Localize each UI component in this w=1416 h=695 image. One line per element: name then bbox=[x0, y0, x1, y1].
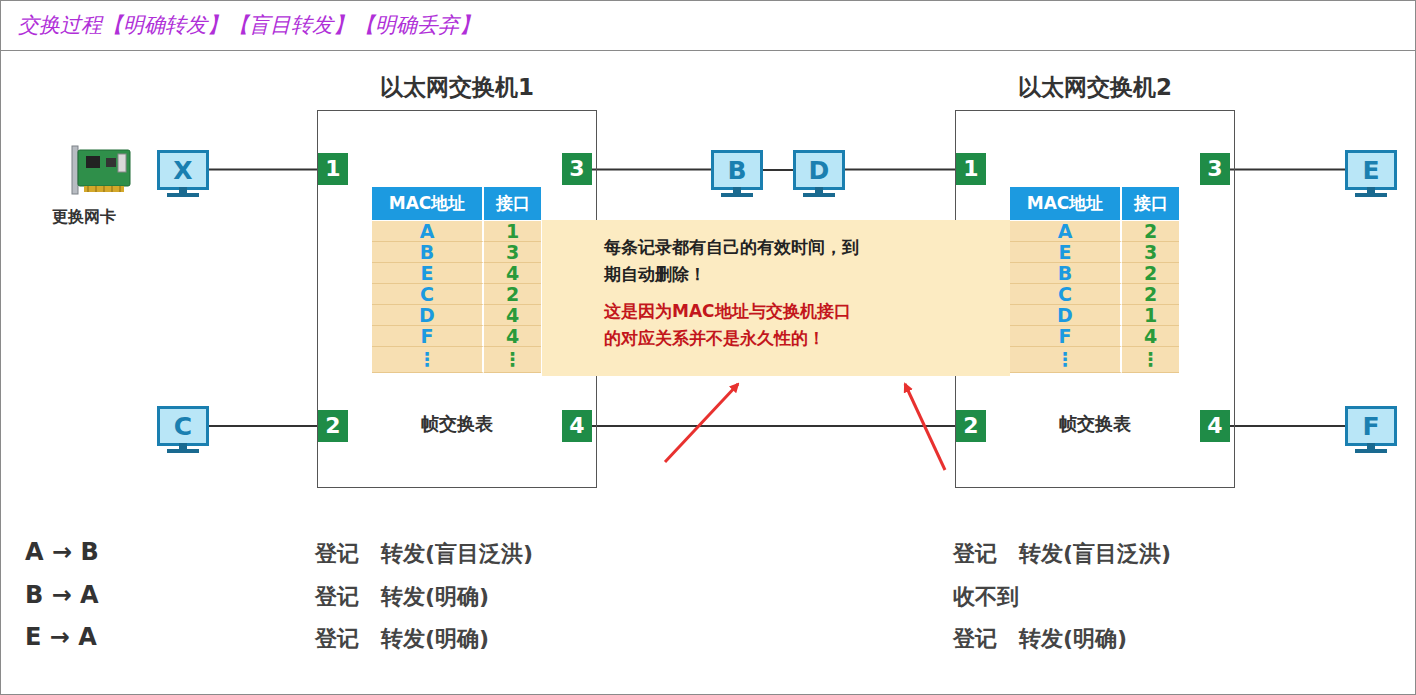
port-cell: 3 bbox=[1122, 242, 1179, 263]
port-cell: ⋮ bbox=[484, 347, 541, 373]
switch-port: 1 bbox=[956, 153, 986, 185]
mac-cell: E bbox=[1010, 242, 1122, 263]
network-link bbox=[1230, 425, 1345, 427]
host-letter: D bbox=[809, 158, 830, 183]
switch1-action: 登记 转发(盲目泛洪) bbox=[315, 539, 533, 569]
switch-port: 2 bbox=[956, 410, 986, 442]
monitor-base bbox=[167, 193, 199, 197]
port-number: 4 bbox=[569, 415, 584, 437]
port-number: 2 bbox=[325, 415, 340, 437]
mac-cell: E bbox=[372, 263, 484, 284]
pointer-arrow bbox=[665, 384, 738, 462]
port-cell: 2 bbox=[1122, 263, 1179, 284]
host-monitor: F bbox=[1345, 406, 1397, 446]
table-header: MAC地址 bbox=[1010, 187, 1122, 220]
host-monitor: D bbox=[793, 150, 845, 190]
card-caption: 更换网卡 bbox=[52, 207, 116, 228]
monitor-base bbox=[167, 449, 199, 453]
host-letter: B bbox=[727, 158, 746, 183]
mac-cell: B bbox=[1010, 263, 1122, 284]
switch1-action: 登记 转发(明确) bbox=[315, 582, 489, 612]
mac-cell: F bbox=[372, 326, 484, 347]
network-link bbox=[1230, 169, 1345, 171]
host-letter: X bbox=[173, 158, 192, 183]
switch-port: 4 bbox=[562, 410, 592, 442]
frame-flow: E → A bbox=[25, 623, 97, 651]
switch-heading: 以太网交换机1 bbox=[317, 72, 597, 103]
monitor-base bbox=[803, 193, 835, 197]
table-header: 接口 bbox=[484, 187, 541, 220]
port-cell: 4 bbox=[1122, 326, 1179, 347]
table-header: 接口 bbox=[1122, 187, 1179, 220]
switch2-action: 登记 转发(盲目泛洪) bbox=[953, 539, 1171, 569]
port-number: 1 bbox=[963, 158, 978, 180]
port-cell: 2 bbox=[484, 284, 541, 305]
network-link bbox=[592, 425, 956, 427]
switch2-action: 收不到 bbox=[953, 582, 1019, 612]
network-link bbox=[209, 425, 318, 427]
port-number: 3 bbox=[569, 158, 584, 180]
port-cell: 4 bbox=[484, 263, 541, 284]
port-cell: 1 bbox=[1122, 305, 1179, 326]
monitor-base bbox=[1355, 193, 1387, 197]
network-link bbox=[209, 169, 318, 171]
page-title: 交换过程【明确转发】【盲目转发】【明确丢弃】 bbox=[18, 11, 480, 39]
switch2-action: 登记 转发(明确) bbox=[953, 624, 1127, 654]
switch-port: 4 bbox=[1200, 410, 1230, 442]
mac-cell: D bbox=[372, 305, 484, 326]
network-link bbox=[845, 169, 956, 171]
host-monitor: C bbox=[157, 406, 209, 446]
mac-cell: F bbox=[1010, 326, 1122, 347]
port-cell: ⋮ bbox=[1122, 347, 1179, 373]
port-cell: 1 bbox=[484, 221, 541, 242]
switch-port: 3 bbox=[562, 153, 592, 185]
port-number: 2 bbox=[963, 415, 978, 437]
host-monitor: E bbox=[1345, 150, 1397, 190]
callout-band: 每条记录都有自己的有效时间，到期自动删除！ 这是因为MAC地址与交换机接口的对应关… bbox=[542, 220, 1010, 376]
mac-cell: D bbox=[1010, 305, 1122, 326]
port-number: 3 bbox=[1207, 158, 1222, 180]
mac-cell: C bbox=[372, 284, 484, 305]
switch-port: 1 bbox=[318, 153, 348, 185]
mac-cell: ⋮ bbox=[1010, 347, 1122, 373]
monitor-base bbox=[1355, 449, 1387, 453]
header-rule bbox=[0, 50, 1416, 51]
port-cell: 2 bbox=[1122, 221, 1179, 242]
table-header: MAC地址 bbox=[372, 187, 484, 220]
callout-text: 这是因为MAC地址与交换机接口的对应关系并不是永久性的！ bbox=[604, 298, 859, 352]
port-cell: 4 bbox=[484, 305, 541, 326]
host-monitor: B bbox=[711, 150, 763, 190]
port-cell: 4 bbox=[484, 326, 541, 347]
host-letter: F bbox=[1362, 414, 1379, 439]
network-link bbox=[763, 169, 793, 171]
switch1-action: 登记 转发(明确) bbox=[315, 624, 489, 654]
port-number: 1 bbox=[325, 158, 340, 180]
port-number: 4 bbox=[1207, 415, 1222, 437]
switch-port: 3 bbox=[1200, 153, 1230, 185]
host-letter: C bbox=[174, 414, 192, 439]
network-link bbox=[592, 169, 711, 171]
switch-port: 2 bbox=[318, 410, 348, 442]
table-caption: 帧交换表 bbox=[372, 412, 541, 436]
host-monitor: X bbox=[157, 150, 209, 190]
mac-cell: A bbox=[372, 221, 484, 242]
mac-cell: B bbox=[372, 242, 484, 263]
mac-cell: C bbox=[1010, 284, 1122, 305]
monitor-base bbox=[721, 193, 753, 197]
pointer-arrow bbox=[905, 384, 945, 470]
callout-text: 每条记录都有自己的有效时间，到期自动删除！ bbox=[604, 234, 859, 288]
host-letter: E bbox=[1362, 158, 1379, 183]
mac-cell: ⋮ bbox=[372, 347, 484, 373]
frame-flow: A → B bbox=[25, 538, 99, 566]
table-caption: 帧交换表 bbox=[1010, 412, 1179, 436]
switch-heading: 以太网交换机2 bbox=[955, 72, 1235, 103]
port-cell: 2 bbox=[1122, 284, 1179, 305]
frame-flow: B → A bbox=[25, 581, 99, 609]
mac-cell: A bbox=[1010, 221, 1122, 242]
port-cell: 3 bbox=[484, 242, 541, 263]
network-card bbox=[72, 146, 130, 194]
